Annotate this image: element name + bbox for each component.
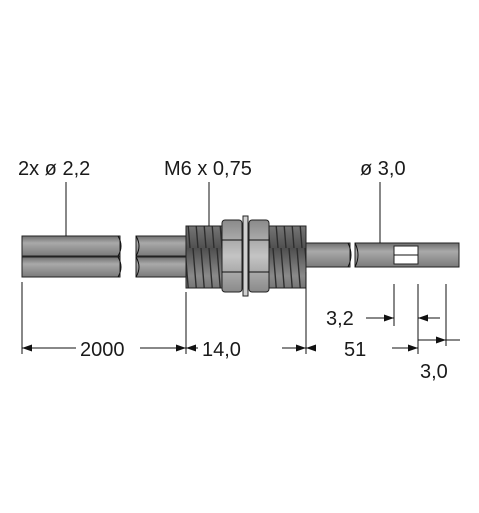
thread-label: M6 x 0,75 [164, 158, 252, 180]
cable-break-mark [135, 235, 140, 278]
washer [242, 215, 249, 297]
hex-nut-right [248, 219, 270, 293]
tip-diameter-label: ø 3,0 [360, 158, 406, 180]
cable-strand-upper [21, 235, 121, 257]
window-width-value: 3,2 [326, 308, 354, 330]
tip-offset-dimension [418, 336, 460, 344]
tip-offset-value: 3,0 [420, 361, 448, 383]
thread-length-value: 14,0 [202, 339, 241, 361]
extension-lines [21, 272, 447, 354]
hex-nut-left [221, 219, 243, 293]
cable-diameter-label: 2x ø 2,2 [18, 158, 90, 180]
cable-strand-lower [135, 256, 189, 278]
dimension-chain [22, 344, 418, 352]
probe-length-value: 51 [344, 339, 366, 361]
twin-cable-left [21, 235, 122, 278]
cable-strand-upper [135, 235, 189, 257]
cable-break-mark [117, 235, 122, 278]
window-width-dimension [366, 314, 440, 322]
twin-cable-right [135, 235, 189, 278]
probe-tip [354, 242, 460, 268]
cable-strand-lower [21, 256, 121, 278]
probe-shaft-left [305, 242, 352, 268]
cable-length-value: 2000 [80, 339, 125, 361]
